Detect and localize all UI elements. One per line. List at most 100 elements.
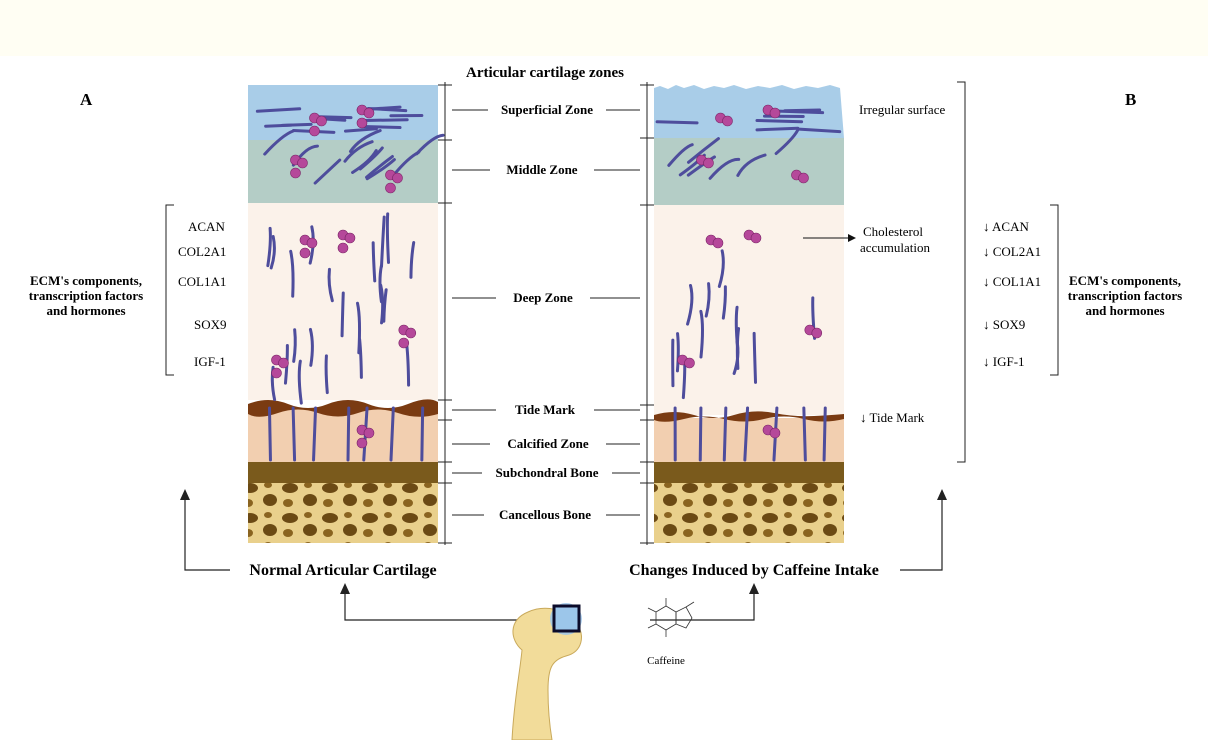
right-marker-sox9: ↓ SOX9 [983,317,1025,332]
normal-cartilage-caption: Normal Articular Cartilage [249,562,436,579]
calcified-zone-layer [654,418,844,462]
marker-acan: ACAN [188,219,225,234]
marker-col2a1: COL2A1 [178,244,226,259]
collagen-fiber [365,120,407,121]
caffeine-changes-caption: Changes Induced by Caffeine Intake [629,562,879,579]
marker-col1a1: COL1A1 [178,274,226,289]
chondrocyte-cell [300,248,310,258]
collagen-fiber [314,408,316,460]
right-outer-bracket [957,82,965,462]
collagen-fiber [363,127,400,128]
collagen-fiber [326,356,327,393]
chondrocyte-cell [310,126,320,136]
collagen-fiber [373,243,375,281]
middle-zone-label: Middle Zone [506,162,577,177]
chondrocyte-cell [685,358,695,368]
chondrocyte-cell [386,183,396,193]
chondrocyte-cell [770,428,780,438]
collagen-fiber [757,121,802,122]
collagen-fiber [785,110,820,111]
subchondral-bone-layer [654,462,844,483]
right-marker-acan: ↓ ACAN [983,219,1029,234]
collagen-fiber [754,333,755,382]
subchondral-bone-label: Subchondral Bone [496,465,599,480]
chondrocyte-cell [291,168,301,178]
tide-mark-label: Tide Mark [515,402,576,417]
chondrocyte-cell [272,368,282,378]
chondrocyte-cell [723,116,733,126]
collagen-fiber [293,408,294,460]
chondrocyte-cell [279,358,289,368]
deep-zone-label: Deep Zone [513,290,573,305]
femur-bone-icon [512,603,582,740]
collagen-fiber [387,214,388,263]
cholesterol-label-line2: accumulation [860,240,931,255]
caffeine-label: Caffeine [647,655,685,667]
chondrocyte-cell [357,438,367,448]
collagen-fiber [701,311,703,357]
chondrocyte-cell [345,233,355,243]
superficial-zone-layer [248,85,438,140]
marker-igf1: IGF-1 [194,354,226,369]
cholesterol-arrowhead [848,234,856,242]
diagram-title: Articular cartilage zones [466,65,624,81]
normal-cartilage-column [248,85,443,543]
chondrocyte-cell [307,238,317,248]
middle-zone-layer [248,140,438,203]
collagen-fiber [804,408,806,460]
collagen-fiber [677,334,678,371]
chondrocyte-cell [799,173,809,183]
tide-mark-decrease-label: ↓ Tide Mark [860,410,925,425]
left-ecm-label-line2: transcription factors [29,288,143,303]
collagen-fiber [407,345,409,386]
chondrocyte-cell [357,118,367,128]
chondrocyte-cell [704,158,714,168]
chondrocyte-cell [364,428,374,438]
collagen-fiber [294,330,296,362]
collagen-fiber [724,408,726,460]
chondrocyte-cell [393,173,403,183]
caffeine-molecule-icon [648,598,694,637]
cholesterol-label-line1: Cholesterol [863,224,923,239]
calcified-zone-label: Calcified Zone [507,436,588,451]
chondrocyte-cell [317,116,327,126]
collagen-fiber [700,408,701,460]
right-marker-igf1: ↓ IGF-1 [983,354,1025,369]
left-ecm-label-line3: and hormones [46,303,125,318]
right-marker-col2a1: ↓ COL2A1 [983,244,1041,259]
left-marker-bracket [166,205,174,375]
collagen-fiber [422,408,423,460]
right-marker-col1a1: ↓ COL1A1 [983,274,1041,289]
subchondral-bone-layer [248,462,438,483]
chondrocyte-cell [338,243,348,253]
right-ecm-label-line3: and hormones [1085,303,1164,318]
cancellous-bone-label: Cancellous Bone [499,507,591,522]
collagen-fiber [269,408,270,460]
collagen-fiber [342,293,343,336]
cancellous-bone-layer [654,483,844,543]
cancellous-bone-layer [248,483,438,543]
irregular-surface-label: Irregular surface [859,102,945,117]
joint-highlight-box [554,606,579,631]
left-ecm-label-line1: ECM's components, [30,273,142,288]
panel-b-letter: B [1125,90,1136,109]
chondrocyte-cell [364,108,374,118]
chondrocyte-cell [399,338,409,348]
chondrocyte-cell [770,108,780,118]
panel-a-letter: A [80,90,93,109]
marker-sox9: SOX9 [194,317,227,332]
caffeine-cartilage-column [654,85,844,543]
chondrocyte-cell [713,238,723,248]
collagen-fiber [657,122,697,123]
collagen-fiber [757,128,798,130]
chondrocyte-cell [751,233,761,243]
right-ecm-label-line2: transcription factors [1068,288,1182,303]
superficial-zone-label: Superficial Zone [501,102,593,117]
chondrocyte-cell [406,328,416,338]
right-marker-bracket [1050,205,1058,375]
collagen-fiber [348,408,349,460]
collagen-fiber [824,408,825,460]
collagen-fiber [266,125,292,126]
chondrocyte-cell [812,328,822,338]
